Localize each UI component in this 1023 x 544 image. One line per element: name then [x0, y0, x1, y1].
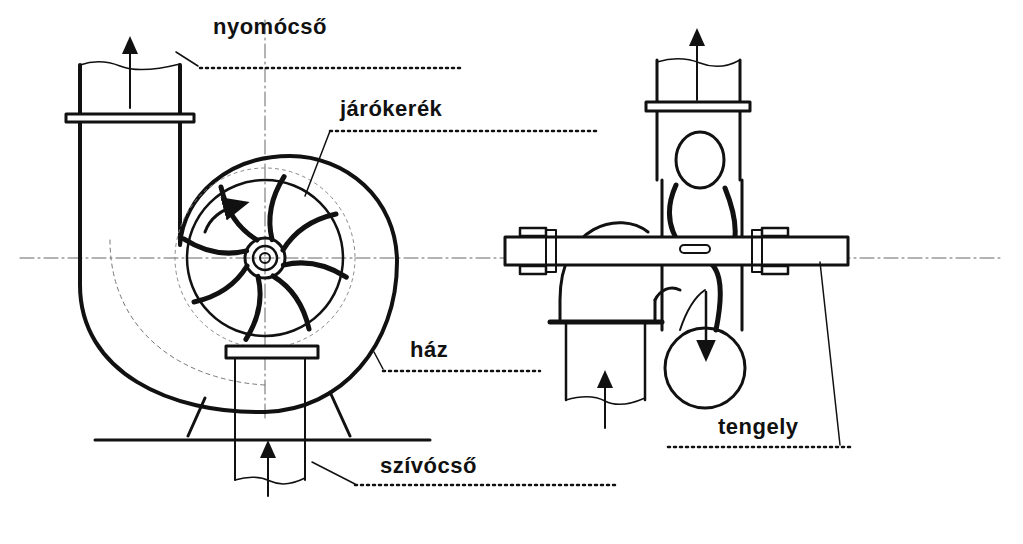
part-label: nyomócső — [213, 16, 327, 38]
part-label: szívócső — [380, 455, 477, 477]
part-label: járókerék — [340, 98, 442, 120]
part-label: ház — [410, 339, 448, 361]
part-label: tengely — [718, 416, 799, 438]
